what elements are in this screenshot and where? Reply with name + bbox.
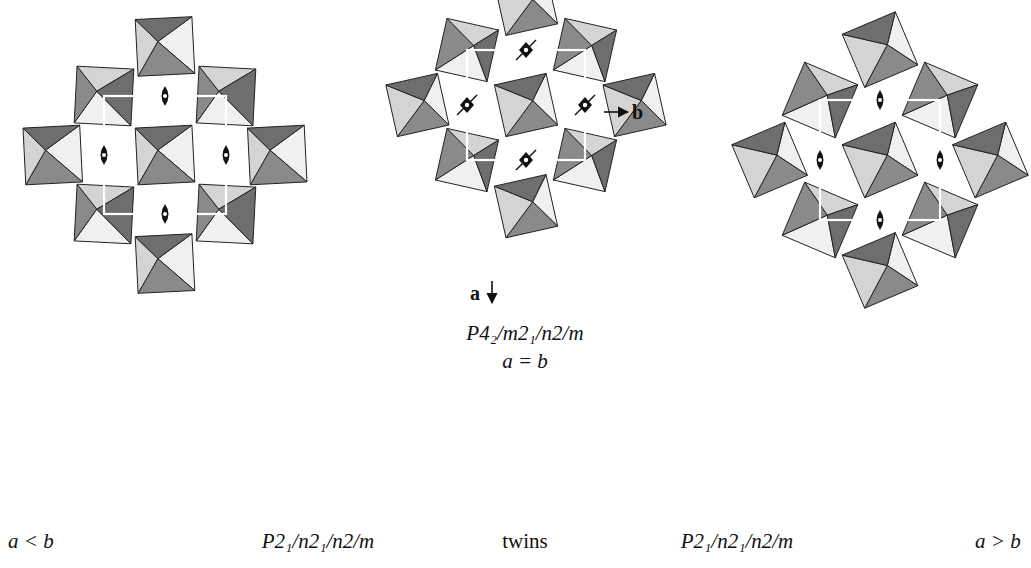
twofold-axis <box>516 40 536 60</box>
twofold-screw-symbol <box>162 204 169 224</box>
octahedron-face <box>97 187 134 244</box>
octahedron-face <box>135 17 192 42</box>
octahedron-face <box>219 69 256 126</box>
twofold-screw-symbol <box>101 145 108 165</box>
crystal-structure <box>732 12 1028 308</box>
octahedron-face <box>494 0 532 35</box>
octahedron-face <box>494 175 546 202</box>
twofold-screw-symbol <box>877 90 884 110</box>
axis-arrow <box>491 281 493 303</box>
twins-label: twins <box>502 530 548 553</box>
octahedron-face <box>494 73 546 100</box>
unit-cell <box>467 50 585 160</box>
twofold-screw-symbol <box>937 150 944 170</box>
symbol-dot <box>102 153 106 157</box>
symbol-dot <box>938 158 942 162</box>
octahedron-face <box>474 30 499 82</box>
crystal-structure <box>23 17 307 294</box>
octahedron-face <box>135 234 192 259</box>
unit-cell <box>820 100 940 220</box>
symbol-dot <box>163 94 167 98</box>
octahedron-face <box>947 85 978 138</box>
cell-condition: a < b <box>8 530 54 553</box>
axis-arrow <box>604 111 628 113</box>
unit-cell <box>104 96 226 214</box>
octahedron-face <box>842 233 895 266</box>
twofold-screw-symbol <box>877 210 884 230</box>
symbol-dot <box>224 153 228 157</box>
octahedron-face <box>953 122 1006 155</box>
octahedron-face <box>97 69 134 126</box>
symbol-dot <box>878 98 882 102</box>
octahedron-face <box>248 125 305 150</box>
octahedron-face <box>603 73 655 100</box>
space-group: P2₁/n2₁/n2/m <box>262 530 375 553</box>
fourfold-screw-symbol <box>519 152 533 168</box>
symbol-dot <box>465 103 469 107</box>
axis-label: a <box>470 282 480 304</box>
octahedron-face <box>947 205 978 258</box>
twofold-axis <box>516 150 536 170</box>
symbol-dot <box>818 158 822 162</box>
twofold-screw-symbol <box>223 145 230 165</box>
fourfold-screw-symbol <box>460 97 474 113</box>
symbol-dot <box>163 212 167 216</box>
octahedron-face <box>23 125 80 150</box>
cell-condition: a = b <box>502 350 548 373</box>
octahedron-face <box>827 85 858 138</box>
octahedron-face <box>592 140 617 192</box>
space-group: P4₂/m2₁/n2/m <box>466 322 583 345</box>
octahedron-face <box>386 73 438 100</box>
crystal-structure <box>386 0 666 238</box>
cell-condition: a > b <box>975 530 1021 553</box>
twofold-screw-symbol <box>817 150 824 170</box>
twofold-axis <box>575 95 595 115</box>
octahedron-face <box>474 140 499 192</box>
symbol-dot <box>583 103 587 107</box>
octahedron-face <box>592 30 617 82</box>
octahedron-face <box>842 12 895 45</box>
octahedron-face <box>135 125 192 150</box>
octahedron-face <box>842 122 895 155</box>
octahedron-face <box>219 187 256 244</box>
symbol-dot <box>524 158 528 162</box>
axis-label: b <box>632 101 643 123</box>
symbol-dot <box>524 48 528 52</box>
space-group: P2₁/n2₁/n2/m <box>681 530 794 553</box>
twofold-axis <box>457 95 477 115</box>
octahedron-face <box>732 122 785 155</box>
twofold-screw-symbol <box>162 86 169 106</box>
symbol-dot <box>878 218 882 222</box>
octahedron-face <box>827 205 858 258</box>
fourfold-screw-symbol <box>578 97 592 113</box>
fourfold-screw-symbol <box>519 42 533 58</box>
